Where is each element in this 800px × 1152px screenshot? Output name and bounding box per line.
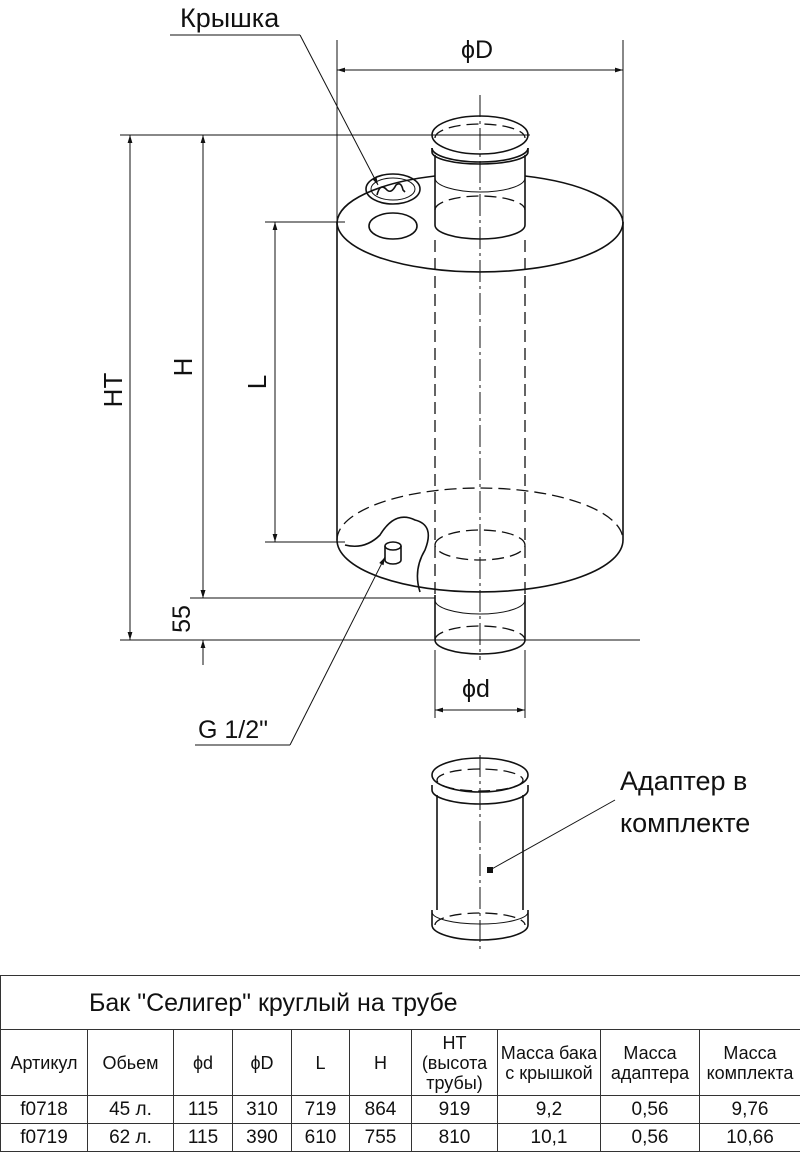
cell: 9,76 [699,1095,800,1124]
col-header: ϕD [232,1029,292,1096]
dimensions [120,40,640,718]
label-lid: Крышка [180,3,280,33]
cell: 9,2 [497,1095,601,1124]
adapter [431,755,529,950]
col-header: Масса адаптера [600,1029,700,1096]
cell: f0719 [0,1123,88,1152]
tank-drawing: Крышка ϕD HT H L 55 ϕd G 1/2" Адаптер в … [98,3,750,950]
cell: 115 [173,1095,233,1124]
cell: f0718 [0,1095,88,1124]
table-row: f0718 45 л. 115 310 719 864 919 9,2 0,56… [0,1095,800,1124]
spec-table: Бак "Селигер" круглый на трубе Артикул О… [0,975,800,1152]
label-L: L [242,375,272,389]
cell: 10,1 [497,1123,601,1152]
cell: 390 [232,1123,292,1152]
label-thread: G 1/2" [198,716,268,744]
adapter-leader-dot [487,867,493,873]
opening [368,212,418,240]
cell: 62 л. [87,1123,174,1152]
col-header: Масса комплекта [699,1029,800,1096]
fitting-g12 [344,516,430,593]
cell: 810 [411,1123,498,1152]
table-header: Артикул Обьем ϕd ϕD L H HT (высота трубы… [0,1029,800,1096]
cell: 0,56 [600,1123,700,1152]
lid [365,173,421,240]
col-header: Обьем [87,1029,174,1096]
pipe [431,95,529,660]
cell: 10,66 [699,1123,800,1152]
col-header: Артикул [0,1029,88,1096]
cell: 610 [291,1123,350,1152]
label-adapter-1: Адаптер в [620,766,747,796]
label-adapter-2: комплекте [620,808,750,838]
thread-leader [289,556,386,746]
col-header: Масса бака с крышкой [497,1029,601,1096]
cell: 919 [411,1095,498,1124]
col-header: HT (высота трубы) [411,1029,498,1096]
table-title: Бак "Селигер" круглый на трубе [0,975,800,1030]
cell: 0,56 [600,1095,700,1124]
col-header: ϕd [173,1029,233,1096]
cell: 755 [349,1123,412,1152]
cell: 45 л. [87,1095,174,1124]
cell: 115 [173,1123,233,1152]
table-row: f0719 62 л. 115 390 610 755 810 10,1 0,5… [0,1123,800,1152]
label-H: H [168,358,198,377]
label-HT: HT [98,373,128,408]
col-header: H [349,1029,412,1096]
adapter-leader [489,799,616,871]
cell: 310 [232,1095,292,1124]
label-55: 55 [168,605,196,633]
col-header: L [291,1029,350,1096]
label-d: ϕd [462,675,490,703]
cell: 719 [291,1095,350,1124]
cell: 864 [349,1095,412,1124]
lid-leader [299,34,379,186]
label-D: ϕD [461,36,493,64]
